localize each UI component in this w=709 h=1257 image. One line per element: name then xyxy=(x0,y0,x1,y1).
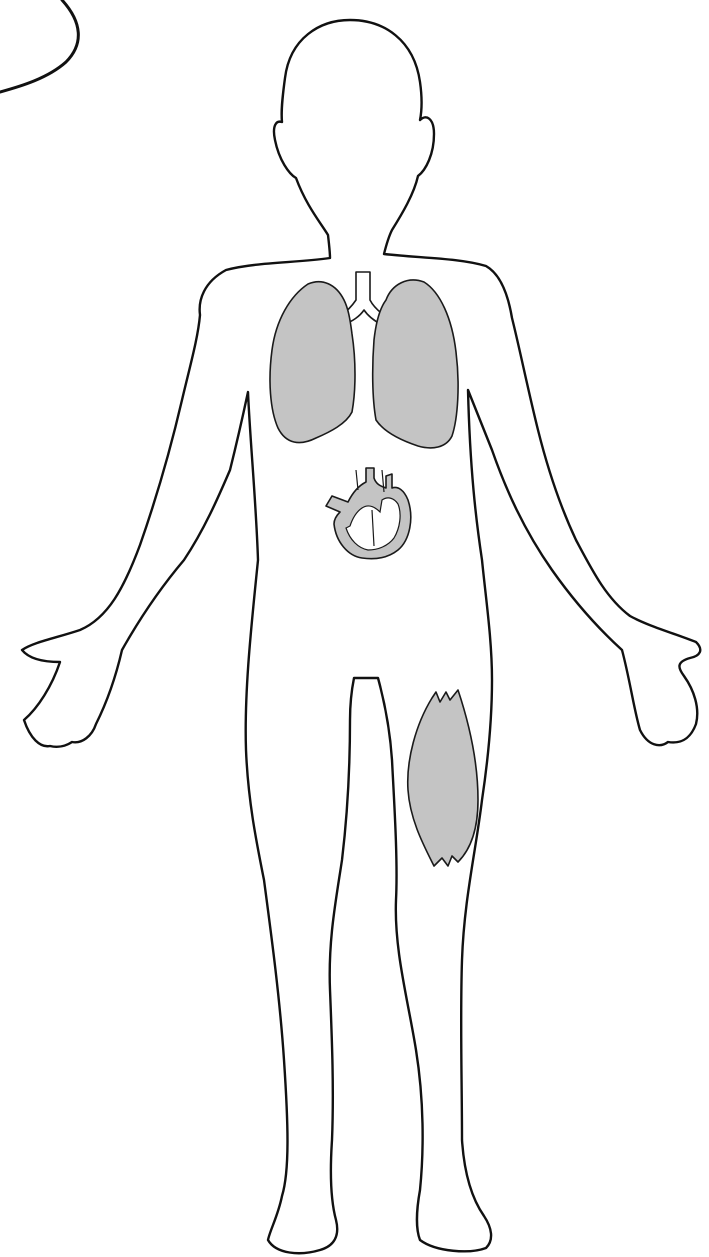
speech-bubble-edge xyxy=(0,0,78,92)
body-outline xyxy=(22,20,700,1253)
